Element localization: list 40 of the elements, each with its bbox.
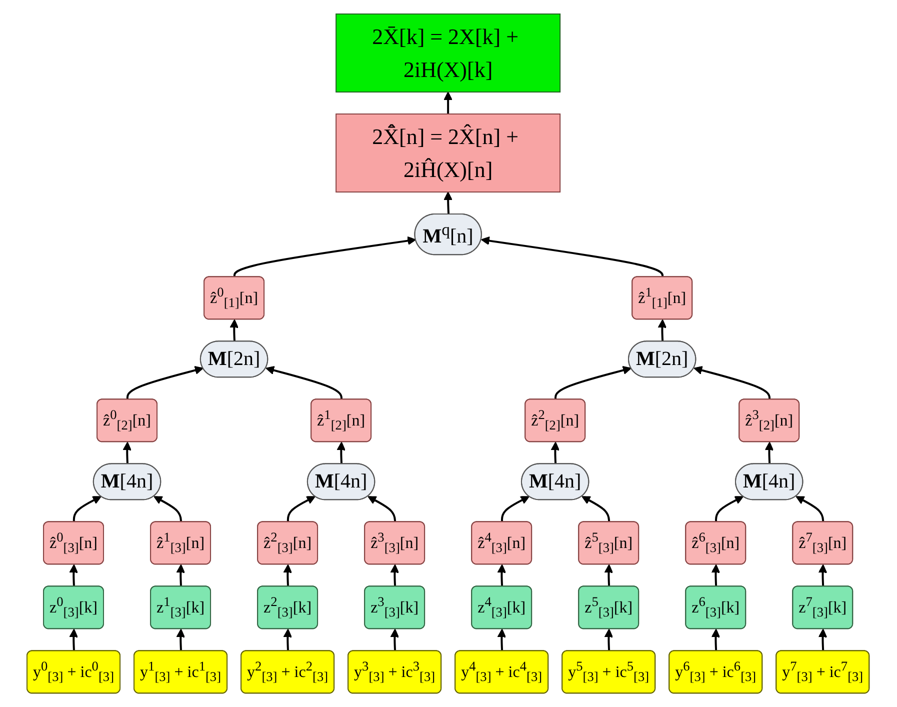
arrow [604, 564, 614, 587]
arrow [481, 236, 664, 278]
arrow [818, 564, 828, 587]
arrow [712, 628, 721, 652]
arrow [73, 496, 102, 522]
arrow [284, 564, 292, 587]
arrow [70, 564, 78, 587]
arrow [582, 496, 611, 522]
arrow [230, 319, 239, 342]
arrow [712, 564, 721, 587]
arrow [390, 628, 400, 652]
node-box: 2X̄[k] = 2X[k] + 2iH(X)[k] [336, 13, 561, 92]
node-box: 2X̂̄[n] = 2X̂[n] + 2iĤ(X)[n] [336, 113, 561, 192]
arrow [501, 496, 530, 522]
arrow [123, 442, 132, 464]
arrow [498, 564, 507, 587]
arrow [604, 628, 614, 652]
arrow [154, 496, 182, 522]
arrow [658, 319, 668, 342]
arrow [498, 628, 507, 652]
arrow [234, 236, 417, 278]
arrow [266, 366, 343, 400]
arrow [694, 366, 772, 400]
arrow [551, 442, 560, 464]
arrow [176, 628, 186, 652]
arrow [796, 496, 825, 522]
arrow [390, 564, 400, 587]
arrow [287, 496, 316, 522]
arrow [818, 628, 828, 652]
arrow [70, 628, 78, 652]
arrow [554, 366, 632, 400]
arrow [715, 496, 744, 522]
arrow [176, 564, 186, 587]
arrow [126, 366, 204, 400]
arrow [444, 192, 453, 214]
arrow [284, 628, 292, 652]
arrow [444, 92, 453, 114]
arrow [765, 442, 774, 464]
arrow [337, 442, 346, 464]
arrow [368, 496, 396, 522]
